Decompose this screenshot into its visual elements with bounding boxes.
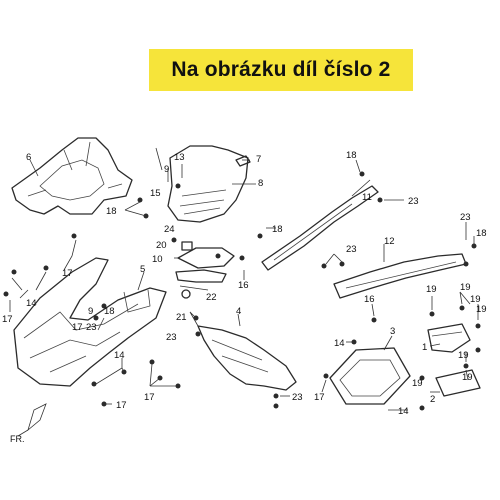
callout-19: 19	[470, 294, 481, 305]
callout-21: 21	[176, 312, 187, 323]
direction-label: FR.	[10, 434, 25, 444]
callout-13: 13	[174, 152, 185, 163]
callout-7: 7	[256, 154, 261, 165]
part-4-lower-cover	[197, 325, 297, 391]
callout-22: 22	[206, 292, 217, 303]
callout-19: 19	[458, 350, 469, 361]
callout-20: 20	[156, 240, 167, 251]
part-12-side-rail	[333, 253, 467, 299]
callout-4: 4	[236, 306, 241, 317]
callout-19: 19	[412, 378, 423, 389]
callout-23: 23	[166, 332, 177, 343]
callout-17: 17	[62, 268, 73, 279]
callout-19: 19	[462, 372, 473, 383]
title-banner: Na obrázku díl číslo 2	[149, 49, 413, 91]
callout-17: 17	[314, 392, 325, 403]
callout-18: 18	[476, 228, 487, 239]
callout-23: 23	[408, 196, 419, 207]
banner-text: Na obrázku díl číslo 2	[171, 58, 391, 81]
callout-23: 23	[86, 322, 97, 333]
part-10-22-hook	[175, 241, 235, 299]
callout-11: 11	[362, 192, 372, 203]
callout-3: 3	[390, 326, 395, 337]
callout-18: 18	[106, 206, 117, 217]
callout-17: 17	[72, 322, 83, 333]
callout-14: 14	[114, 350, 125, 361]
callout-19: 19	[460, 282, 471, 293]
part-2-plate	[435, 369, 481, 397]
callout-17: 17	[116, 400, 127, 411]
front-direction-arrow-icon	[17, 403, 47, 437]
callout-18: 18	[104, 306, 115, 317]
part-7-clip	[235, 155, 251, 167]
callout-15: 15	[150, 188, 161, 199]
callout-17: 17	[144, 392, 155, 403]
callout-23: 23	[460, 212, 471, 223]
callout-8: 8	[258, 178, 263, 189]
callout-5: 5	[140, 264, 145, 275]
callout-9: 9	[164, 164, 169, 175]
callout-19: 19	[426, 284, 437, 295]
callout-10: 10	[152, 254, 163, 265]
callout-23: 23	[346, 244, 357, 255]
part-5-floor-panel	[13, 257, 167, 387]
callout-9: 9	[88, 306, 93, 317]
leader-lines	[9, 147, 479, 411]
part-number-callouts: 6 18 9 13 7 8 15 18 24 18 18 11 23 17 20…	[2, 150, 487, 417]
callout-1: 1	[422, 342, 427, 353]
part-1-bracket	[427, 323, 471, 353]
callout-14: 14	[334, 338, 345, 349]
callout-23: 23	[292, 392, 303, 403]
part-6-frame-cover	[11, 137, 133, 215]
callout-18: 18	[272, 224, 283, 235]
callout-14: 14	[26, 298, 37, 309]
callout-14: 14	[398, 406, 409, 417]
callout-18: 18	[346, 150, 357, 161]
callout-17: 17	[2, 314, 13, 325]
callout-24: 24	[164, 224, 175, 235]
callout-16: 16	[238, 280, 249, 291]
callout-16: 16	[364, 294, 375, 305]
part-8-leg-shield	[167, 145, 249, 223]
part-3-tray	[329, 347, 411, 405]
callout-19: 19	[476, 304, 487, 315]
callout-12: 12	[384, 236, 395, 247]
callout-6: 6	[26, 152, 31, 163]
fasteners	[3, 171, 481, 411]
part-11-side-rail	[261, 185, 379, 271]
callout-2: 2	[430, 394, 435, 405]
